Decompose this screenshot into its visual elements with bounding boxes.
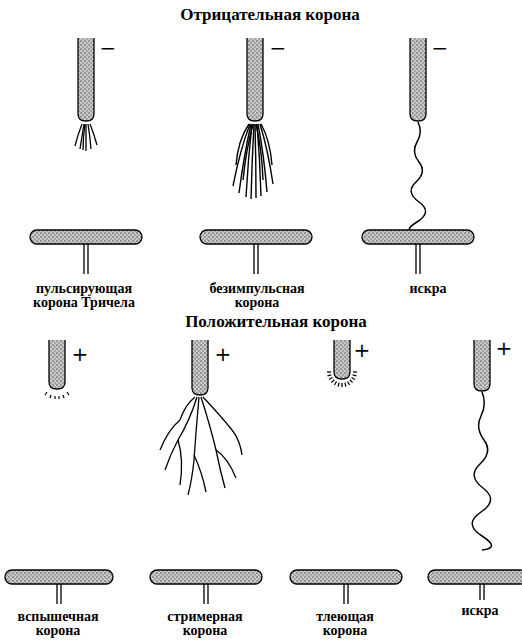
corona-caption: пульсирующая корона Тричела (20, 282, 148, 310)
corona-caption: искра (445, 604, 515, 618)
glow-stroke (327, 371, 331, 372)
glow-stroke (328, 375, 332, 376)
corona-caption: безимпульсная корона (197, 282, 317, 310)
glow-stroke (345, 383, 346, 387)
glow-stroke (341, 383, 342, 387)
glow-stroke (348, 382, 350, 385)
glow-stroke (329, 378, 332, 380)
spark-channels (409, 122, 491, 550)
glow-stroke (353, 371, 357, 372)
burst-corona (45, 392, 69, 399)
pulseless-corona-brush (233, 124, 273, 199)
glow-stroke (331, 380, 334, 383)
trichel-corona (75, 124, 97, 151)
polarity-sign: + (494, 338, 514, 358)
polarity-sign: + (352, 340, 372, 360)
glow-stroke (353, 375, 357, 376)
polarity-sign: − (98, 38, 118, 58)
plane-electrodes (5, 230, 522, 584)
glow-stroke (352, 378, 355, 380)
corona-caption: искра (388, 282, 468, 296)
corona-caption: вспышечная корона (6, 610, 110, 638)
polarity-sign: − (430, 38, 450, 58)
section-heading: Отрицательная корона (120, 6, 420, 23)
section-heading: Положительная корона (126, 313, 426, 330)
streamer-corona (160, 397, 242, 495)
glow-stroke (335, 382, 337, 385)
needle-electrodes (49, 38, 490, 395)
polarity-sign: − (268, 38, 288, 58)
corona-caption: стримерная корона (153, 610, 257, 638)
glow-stroke (338, 383, 339, 387)
glow-corona (327, 372, 357, 387)
polarity-sign: + (70, 344, 90, 364)
polarity-sign: + (213, 344, 233, 364)
glow-stroke (350, 380, 353, 383)
corona-caption: тлеющая корона (293, 610, 397, 638)
